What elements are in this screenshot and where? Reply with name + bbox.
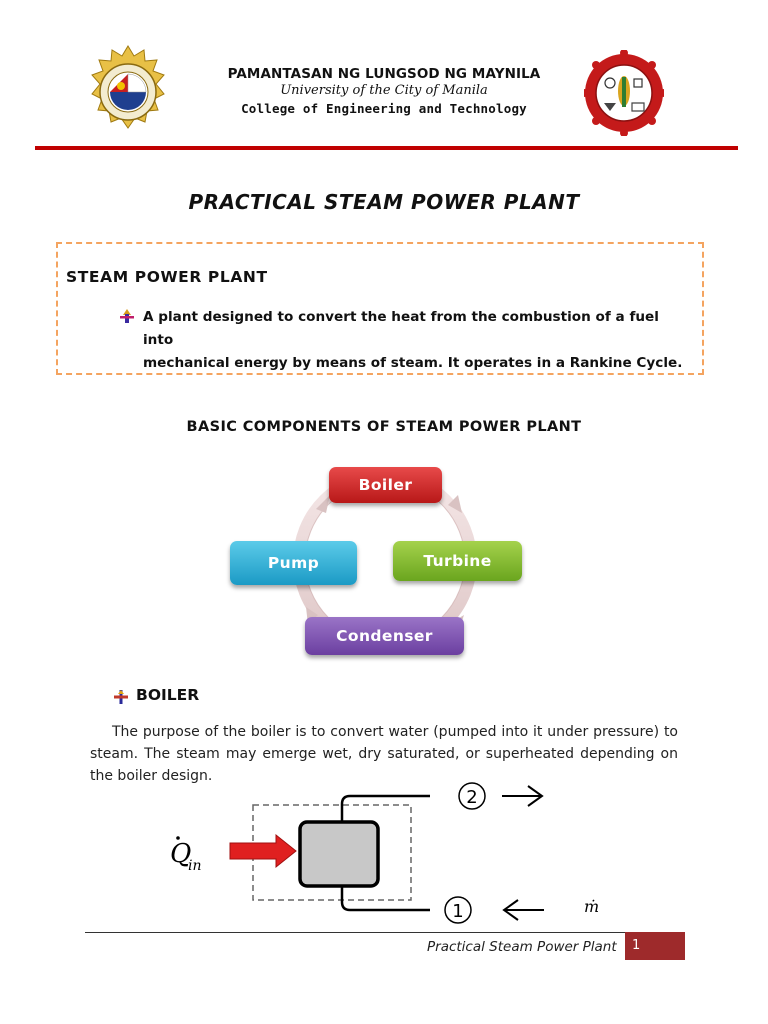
boiler-paragraph-text: The purpose of the boiler is to convert … (90, 724, 678, 784)
boiler-box (298, 820, 380, 888)
inlet-arrow-icon (502, 899, 544, 921)
header-divider (35, 146, 738, 150)
pump-node: Pump (230, 541, 357, 585)
heat-input-label: Q (170, 839, 191, 869)
university-name: PAMANTASAN NG LUNGSOD NG MAYNILA (227, 66, 541, 82)
definition-heading: STEAM POWER PLANT (66, 268, 268, 286)
definition-box (56, 242, 704, 375)
university-english-name: University of the City of Manila (280, 83, 488, 98)
plm-seal-icon (91, 45, 165, 129)
state-1-circle (444, 896, 472, 924)
page-title: PRACTICAL STEAM POWER PLANT (188, 190, 580, 214)
outlet-arrow-icon (502, 785, 544, 807)
boiler-node: Boiler (329, 467, 442, 503)
state-1-label: 1 (452, 901, 463, 922)
components-heading: BASIC COMPONENTS OF STEAM POWER PLANT (186, 419, 582, 435)
college-name: College of Engineering and Technology (241, 101, 527, 116)
boiler-paragraph: The purpose of the boiler is to convert … (90, 721, 678, 787)
heat-input-arrow-icon (229, 833, 297, 869)
turbine-node: Turbine (393, 541, 522, 581)
ring-arrow-icon (448, 495, 462, 513)
outlet-pipe (340, 794, 430, 822)
inlet-pipe (340, 886, 430, 912)
bullet-arrow-icon (120, 309, 134, 323)
state-2-label: 2 (466, 787, 477, 808)
footer-title: Practical Steam Power Plant (427, 939, 617, 955)
bullet-plus-icon (114, 690, 128, 704)
boiler-heading: BOILER (136, 686, 200, 704)
page-number: 1 (632, 938, 641, 953)
definition-line-2: mechanical energy by means of steam. It … (143, 355, 683, 371)
condenser-node: Condenser (305, 617, 464, 655)
page-number-tab: 1 (625, 932, 685, 960)
ring-arrow-icon (316, 495, 330, 513)
state-2-circle (458, 782, 486, 810)
coet-seal-icon (584, 50, 664, 136)
definition-text: A plant designed to convert the heat fro… (143, 306, 683, 375)
mass-flow-label: ṁ (584, 897, 599, 916)
definition-line-1: A plant designed to convert the heat fro… (143, 309, 659, 348)
footer-rule (85, 932, 685, 933)
boiler-schematic: Q in 2 1 ṁ (170, 782, 599, 924)
control-volume-boundary (252, 804, 412, 901)
heat-input-subscript: in (188, 858, 202, 874)
